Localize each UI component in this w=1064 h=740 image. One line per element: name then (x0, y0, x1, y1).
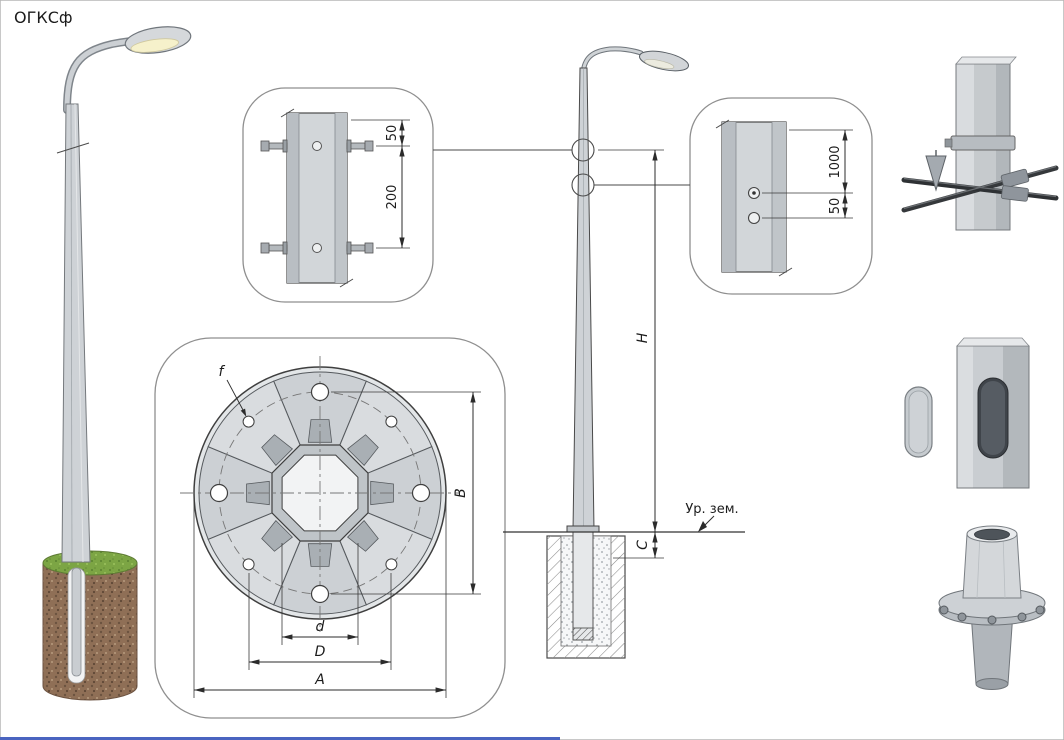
bolt-left-upper (260, 139, 288, 153)
bolt-detail-callout: 50 200 (242, 87, 572, 303)
pole-shaft (61, 103, 91, 563)
dim-label-d: d (316, 619, 325, 635)
pole-section-right-facet (335, 113, 347, 283)
elevation-lamp-head (638, 50, 690, 72)
hole-detail-callout: 1000 50 (594, 97, 873, 295)
break-mark-bottom (339, 278, 354, 288)
f-leader-arrow (240, 408, 247, 417)
dim-label-f: f (219, 364, 226, 380)
dim-label-A: A (314, 672, 325, 688)
anchor-holes (209, 382, 431, 604)
clamp-bolt (944, 138, 953, 148)
dim-label-200: 200 (385, 185, 400, 210)
pole-top-face (955, 56, 1017, 65)
bolt-right-upper (346, 139, 374, 153)
foundation-soil-cylinder (42, 562, 138, 701)
pole-break-mark (56, 142, 90, 154)
pole-highlight-line (74, 103, 84, 563)
flange-bolts (939, 605, 1045, 625)
tension-rod-2 (901, 177, 1059, 201)
lower-hole (747, 211, 761, 225)
break-mark-top (715, 119, 730, 129)
dim-label-B: B (453, 488, 469, 498)
dim-label-H: H (635, 332, 651, 343)
ground-level-label: Ур. зем. (685, 502, 738, 517)
break-mark-bottom (778, 267, 793, 277)
pole-facet-line (70, 103, 73, 563)
dim-label-50: 50 (828, 198, 843, 215)
clamp-band (950, 135, 1016, 151)
elevation-arm (581, 47, 643, 76)
flange-top-view-callout: f B d D A (154, 337, 506, 719)
upper-tube (962, 533, 1022, 599)
rod-clamp-2 (1001, 185, 1029, 202)
rod-clamp-1 (1000, 168, 1030, 189)
lamp-diffuser (130, 38, 179, 53)
access-door-render (904, 337, 1030, 489)
bolt-left-lower (260, 241, 288, 255)
dim-label-D: D (315, 644, 326, 660)
ground-arrow (698, 521, 707, 532)
tube-opening (974, 528, 1010, 541)
detail-marker-upper (571, 138, 595, 162)
dim-label-50: 50 (385, 125, 400, 142)
shaft-bottom-plug (572, 627, 594, 641)
bottom-accent-border (0, 737, 560, 740)
part-designation-label: ОГКСф (14, 8, 73, 27)
foundation-insert-render (938, 525, 1046, 690)
earthing-hole-center (752, 191, 756, 195)
base-flange (566, 525, 600, 533)
anchor-rods-render (901, 56, 1059, 231)
detail-marker-lower (571, 173, 595, 197)
pole-section-left-facet (722, 122, 736, 272)
bolt-hole-lower (312, 243, 322, 253)
dim-label-1000: 1000 (828, 145, 843, 178)
embedded-pipe (71, 567, 82, 677)
embedded-shaft (572, 531, 594, 641)
bolt-right-lower (346, 241, 374, 255)
small-holes-f (242, 415, 398, 571)
dim-label-C: C (635, 540, 651, 550)
flange-gussets (246, 419, 394, 567)
pole-3d-render (42, 26, 192, 701)
bolt-hole-upper (312, 141, 322, 151)
lamp-head (124, 26, 192, 54)
break-mark-top (280, 108, 295, 118)
pole-top-face (956, 337, 1030, 347)
wedge-cone (925, 155, 947, 192)
pole-section-left-facet (287, 113, 299, 283)
pole-section-right-facet (772, 122, 786, 272)
pole-elevation: Ур. зем. H C (503, 46, 745, 659)
